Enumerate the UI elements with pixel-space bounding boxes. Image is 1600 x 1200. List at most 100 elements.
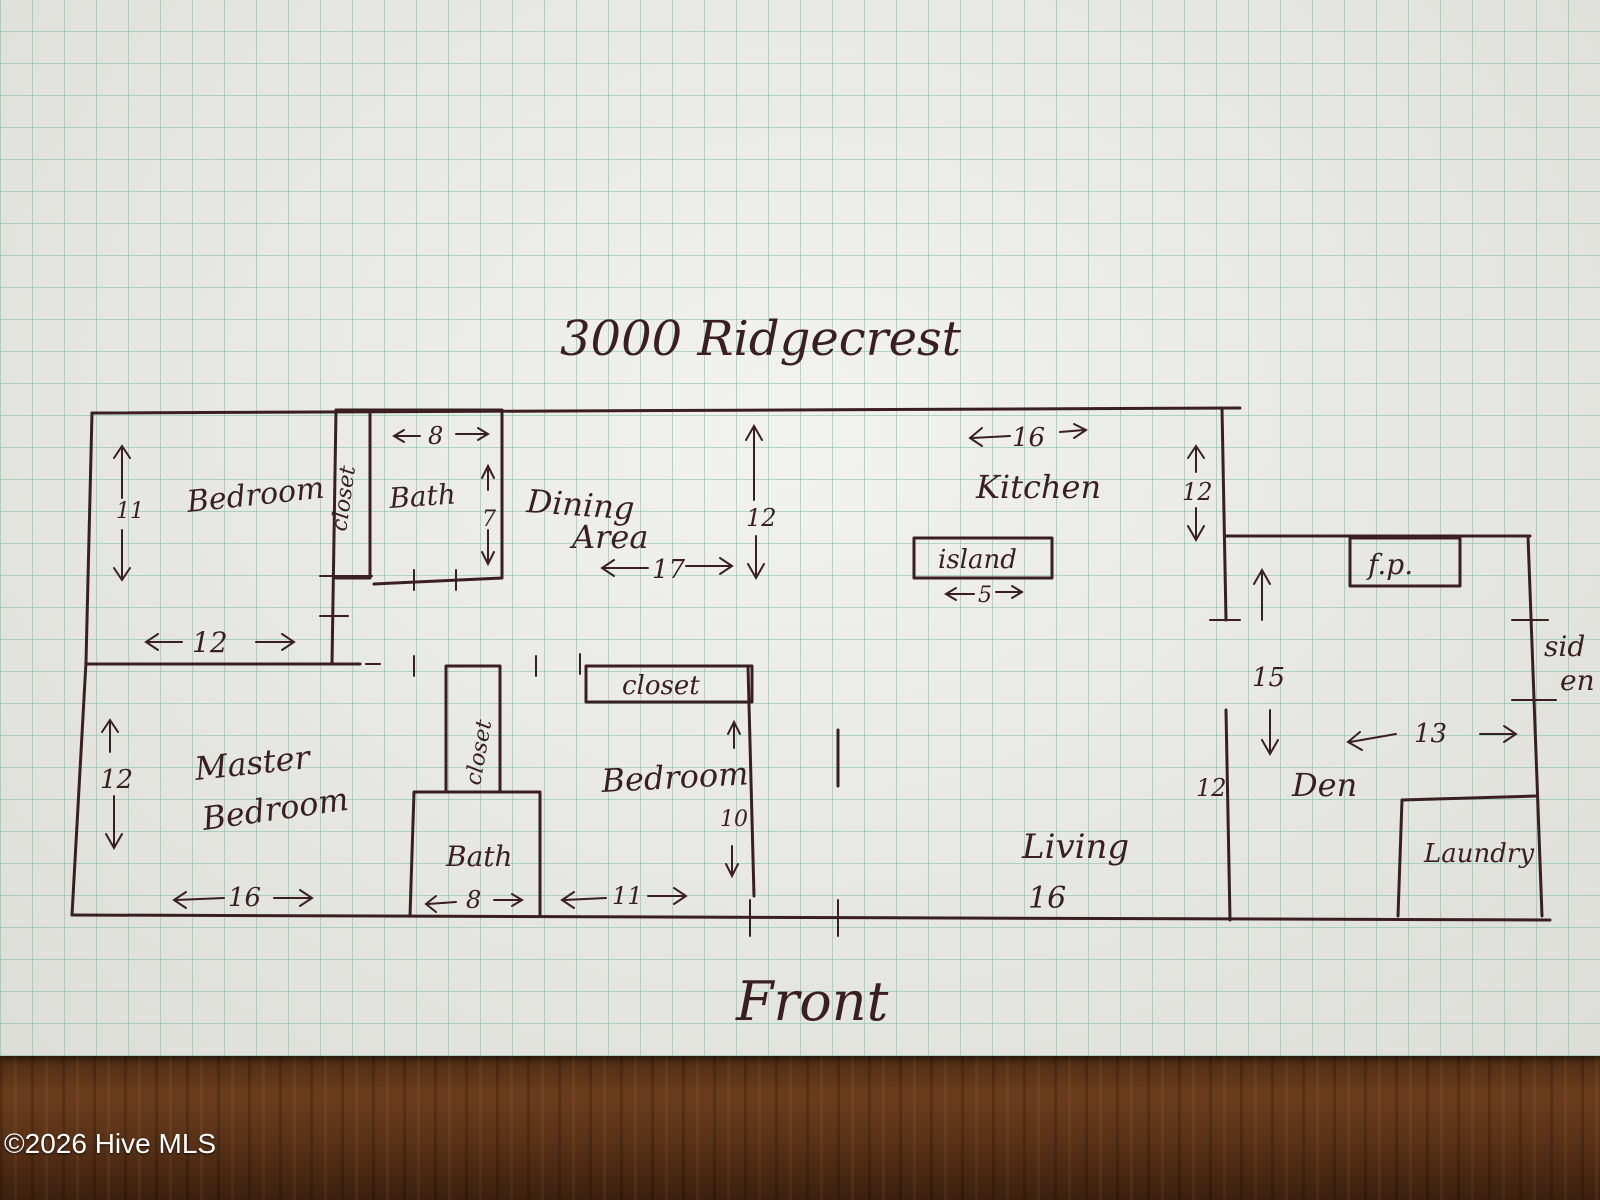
dim-island-w: 5 [978, 583, 992, 608]
arrow-master-left [172, 891, 225, 909]
island-box [912, 536, 1054, 580]
dim-master-h: 12 [100, 765, 133, 795]
arrow-dining-down [747, 535, 765, 581]
bottom-wall [70, 913, 1552, 922]
arrow-bath1-down [481, 529, 495, 567]
left-lower-wall [70, 660, 88, 917]
kitchen-right-wall [1220, 406, 1228, 622]
label-island: island [938, 545, 1017, 575]
bedroom-right-wall [330, 408, 338, 666]
label-master-1: Master [192, 738, 313, 788]
room-labels: Bedroom closet Bath Dining Area Kitchen … [184, 464, 1594, 873]
copyright-watermark: ©2026 Hive MLS [4, 1128, 217, 1159]
arrow-bed2-down [725, 845, 739, 879]
arrow-bath1-up [481, 463, 495, 491]
arrow-bath1-left [392, 429, 421, 443]
wall-ticks [1209, 407, 1241, 621]
floor-plan-sketch: 3000 Ridgecrest [70, 311, 1595, 1033]
side-entry-ticks [1511, 619, 1557, 701]
dim-den-h: 12 [1196, 774, 1227, 802]
label-dining-2: Area [569, 518, 648, 556]
arrow-island-right [995, 585, 1024, 599]
label-living: Living [1021, 827, 1129, 867]
bath-1-box [368, 408, 504, 586]
label-den: Den [1291, 766, 1357, 804]
label-dining-1: Dining [524, 482, 635, 527]
top-wall [90, 406, 1242, 415]
door-ticks-1 [319, 575, 373, 617]
dim-kitchen-h: 12 [1182, 478, 1213, 506]
closet-3-box [584, 664, 754, 704]
label-bath-2: Bath [445, 840, 513, 873]
label-side-entry-2: en [1560, 664, 1595, 697]
closet-1-box [334, 408, 372, 580]
label-fireplace: f.p. [1366, 548, 1413, 581]
arrow-kitchen-up [1187, 444, 1205, 473]
arrow-master-up [101, 718, 119, 753]
dim-bedroom2-h: 10 [720, 807, 748, 832]
den-left-wall [1224, 708, 1232, 922]
arrow-dining-right [685, 557, 734, 575]
dim-master-w: 16 [228, 883, 261, 913]
arrow-island-left [944, 587, 975, 601]
label-closet-3: closet [622, 671, 700, 701]
bath-2-box [408, 790, 542, 918]
den-right-wall [1526, 534, 1544, 918]
label-master-2: Bedroom [199, 780, 351, 838]
dim-living-w: 16 [1028, 881, 1066, 916]
label-bath-1: Bath [387, 477, 457, 515]
outer-walls [70, 406, 1552, 922]
label-kitchen: Kitchen [975, 468, 1101, 506]
arrow-den-right [1479, 725, 1518, 743]
arrow-kitchen-down [1187, 507, 1205, 543]
arrow-bedroom-up [113, 444, 131, 499]
graph-paper: 3000 Ridgecrest [0, 0, 1600, 1056]
dim-den-v: 15 [1252, 663, 1285, 693]
front-label: Front [735, 970, 889, 1033]
dimension-labels: 11 12 8 7 17 12 16 12 5 12 16 8 11 10 16… [100, 422, 1447, 916]
dim-bath1-w: 8 [428, 422, 443, 450]
arrow-den-left [1346, 731, 1397, 751]
front-door-ticks [749, 899, 839, 937]
dim-bedroom-h: 11 [116, 499, 144, 524]
arrow-kitchen-left [968, 427, 1011, 447]
arrow-den-down [1261, 709, 1279, 757]
label-bedroom: Bedroom [184, 471, 326, 520]
arrow-bed2-right [647, 887, 688, 905]
plan-title: 3000 Ridgecrest [560, 311, 962, 367]
arrow-bedroom-right [255, 633, 296, 651]
label-closet-2: closet [461, 718, 497, 787]
dim-dining-h: 12 [746, 504, 777, 532]
arrow-master-right [273, 889, 314, 907]
dim-den-w: 13 [1414, 719, 1447, 749]
arrow-bed2-up [727, 719, 741, 749]
arrow-dining-left [600, 559, 649, 577]
arrow-bedroom-left [144, 633, 183, 651]
arrow-bath2-right [493, 893, 524, 907]
door-ticks-2 [365, 569, 581, 677]
arrow-dining-up [745, 423, 763, 501]
label-laundry: Laundry [1423, 839, 1534, 869]
left-upper-wall [84, 411, 94, 664]
laundry-box [1396, 794, 1538, 918]
label-closet-1: closet [327, 464, 361, 533]
arrow-bed2-left [560, 891, 607, 909]
dim-kitchen-w: 16 [1012, 423, 1045, 453]
label-side-entry-1: sid [1544, 630, 1585, 663]
arrow-bath1-right [455, 427, 490, 441]
arrow-bath2-left [424, 895, 457, 913]
dimension-arrows [101, 423, 1518, 913]
arrow-kitchen-right [1059, 423, 1088, 439]
arrow-master-down [105, 795, 123, 851]
label-bedroom-2: Bedroom [599, 754, 749, 800]
arrow-den-up [1253, 567, 1271, 621]
dim-dining-w: 17 [652, 555, 686, 585]
interior-walls [84, 408, 1557, 937]
wood-table-surface [0, 1050, 1600, 1200]
dim-bath1-h: 7 [482, 507, 496, 532]
dim-bath2-w: 8 [466, 886, 481, 914]
bedroom-2-right-wall [746, 664, 756, 898]
dim-bedroom2-w: 11 [612, 882, 643, 910]
arrow-bedroom-down [113, 529, 131, 582]
